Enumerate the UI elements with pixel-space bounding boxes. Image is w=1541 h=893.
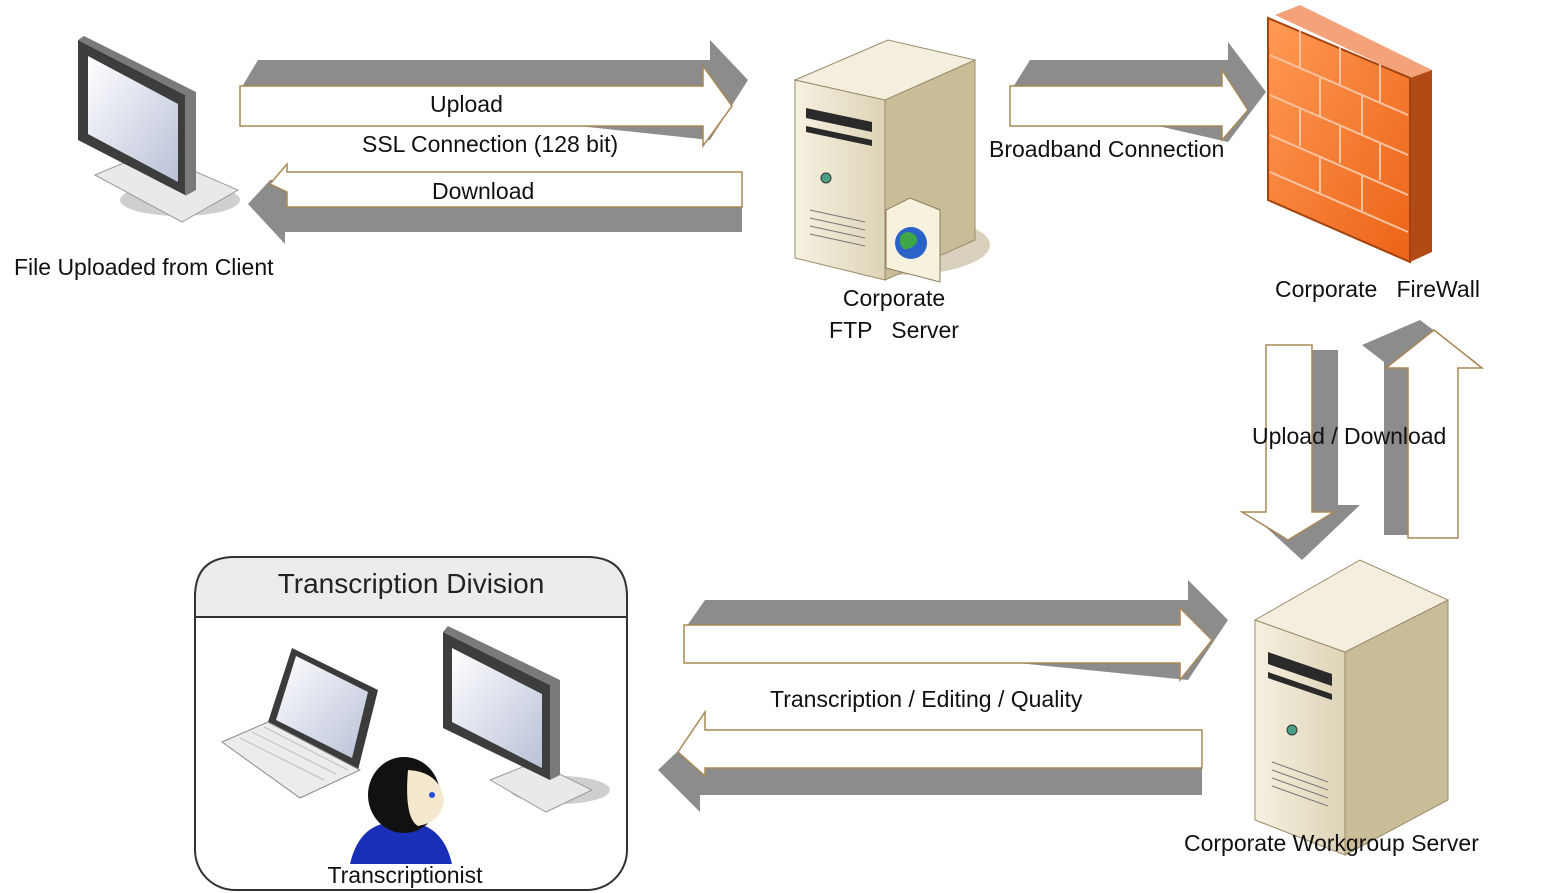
workgroup-server-icon (1253, 559, 1450, 856)
workflow-left-arrow (658, 709, 1203, 812)
workflow-label: Transcription / Editing / Quality (770, 686, 1083, 712)
upload-arrow (239, 40, 748, 149)
download-label: Download (432, 178, 535, 204)
person-icon (350, 757, 452, 864)
up-arrow (1362, 320, 1485, 539)
ftp-server-label-line2: FTP Server (829, 317, 959, 343)
firewall-icon (1267, 5, 1432, 264)
download-arrow (248, 161, 743, 244)
globe-folder-icon (885, 197, 941, 283)
broadband-arrow (1009, 42, 1266, 143)
broadband-connection-label: Broadband Connection (989, 136, 1225, 162)
ftp-server-label-line1: Corporate (842, 285, 946, 311)
transcriptionist-label: Transcriptionist (327, 862, 483, 888)
ssl-connection-label: SSL Connection (128 bit) (362, 131, 619, 157)
laptop-icon (220, 648, 378, 799)
upload-download-label: Upload / Download (1252, 423, 1447, 449)
upload-label: Upload (430, 91, 503, 117)
firewall-label: Corporate FireWall (1275, 276, 1480, 302)
transcription-division-box (194, 556, 628, 891)
client-monitor-icon (78, 36, 240, 223)
down-arrow (1239, 344, 1360, 560)
monitor-icon (443, 626, 610, 813)
workgroup-server-label: Corporate Workgroup Server (1184, 830, 1479, 856)
client-label: File Uploaded from Client (14, 254, 274, 280)
workflow-right-arrow (683, 580, 1228, 683)
division-title: Transcription Division (277, 568, 545, 599)
